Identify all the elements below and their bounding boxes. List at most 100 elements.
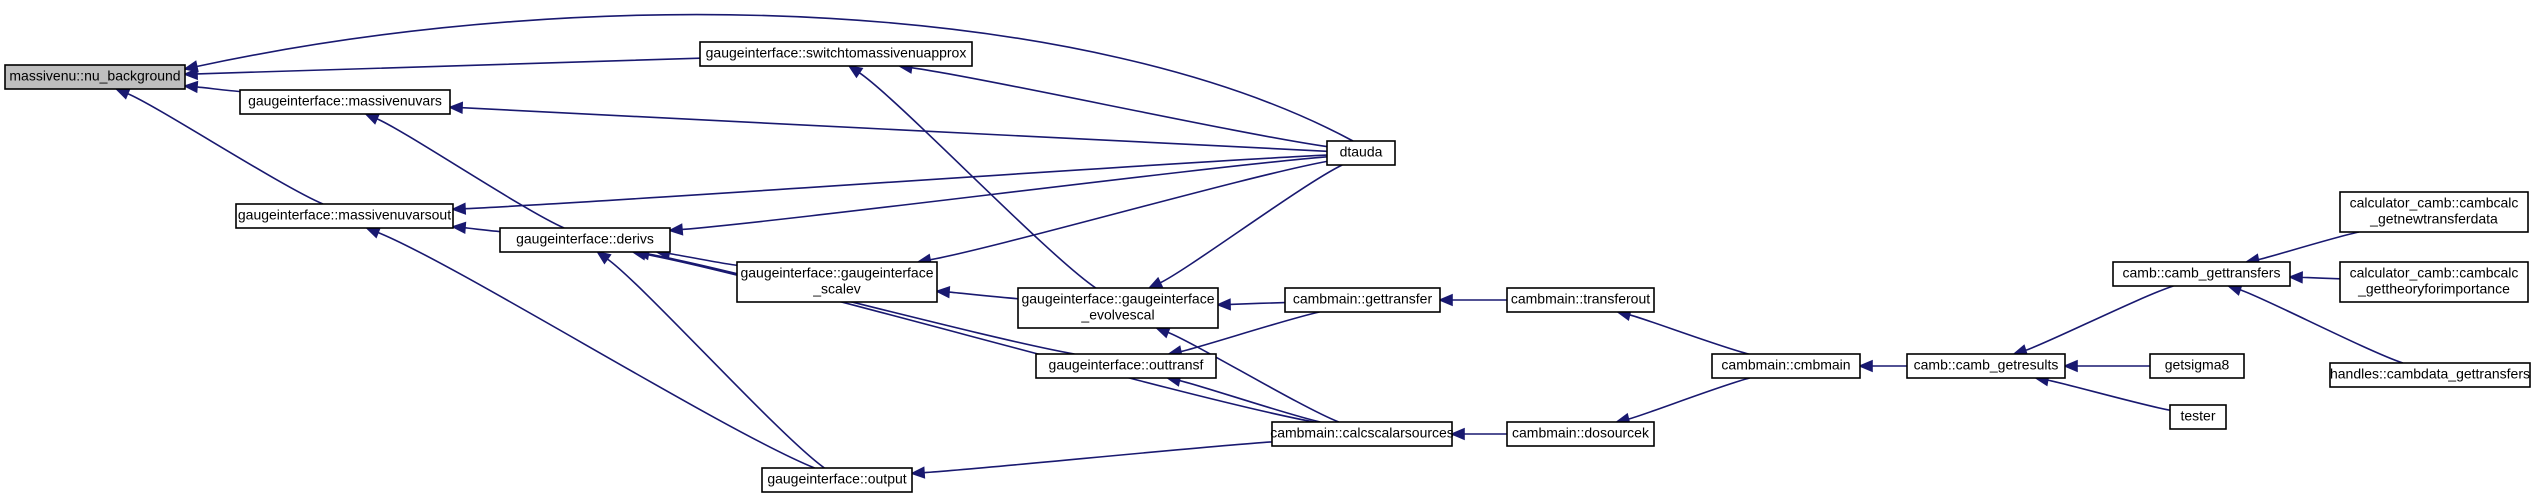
edge-tester-to-camb-getresults (2033, 374, 2171, 412)
node-label: cambmain::transferout (1511, 291, 1650, 307)
edge-line (2239, 289, 2404, 364)
node-box (2339, 261, 2529, 303)
node-scalev[interactable]: gaugeinterface::gaugeinterface_scalev (736, 261, 938, 303)
edge-output-to-derivs (595, 250, 825, 469)
arrowhead-icon (2287, 271, 2303, 284)
node-label: cambmain::calcscalarsources (1270, 425, 1454, 441)
arrowhead-icon (1857, 359, 1873, 373)
edge-dosourcek-to-calcscalarsources (1449, 427, 1507, 441)
arrowhead-icon (364, 227, 382, 239)
node-label: getsigma8 (2165, 357, 2230, 373)
arrowhead-icon (847, 64, 864, 79)
node-nu-background[interactable]: massivenu::nu_background (4, 64, 186, 90)
edge-evolvescal-to-scalev (934, 285, 1019, 300)
edge-line (923, 441, 1273, 474)
node-transferout[interactable]: cambmain::transferout (1506, 287, 1655, 313)
edge-line (196, 13, 1354, 142)
node-box (2112, 261, 2291, 287)
node-box (1271, 421, 1453, 447)
node-derivs[interactable]: gaugeinterface::derivs (499, 227, 671, 253)
edge-line (2047, 379, 2171, 412)
node-box (2339, 191, 2529, 233)
edge-switchtomassivenuapprox-to-nu-background (182, 57, 701, 81)
node-box (2329, 362, 2531, 388)
arrowhead-icon (2062, 359, 2078, 373)
edge-line (2301, 276, 2341, 280)
node-box (2169, 404, 2227, 430)
edge-line (929, 160, 1328, 261)
edge-dtauda-to-derivs (667, 156, 1328, 236)
node-getnewtransferdata[interactable]: calculator_camb::cambcalc_getnewtransfer… (2339, 191, 2529, 233)
edge-line (606, 258, 825, 469)
node-massivenuvarsout[interactable]: gaugeinterface::massivenuvarsout (235, 203, 454, 229)
node-box (736, 261, 938, 303)
node-label: gaugeinterface::outtransf (1049, 357, 1204, 373)
edge-line (1180, 311, 1320, 353)
edge-transferout-to-gettransfer (1437, 293, 1508, 307)
node-label: handles::cambdata_gettransfers (2330, 366, 2530, 382)
edge-line (196, 86, 241, 93)
edge-calcscalarsources-to-outtransf (1165, 374, 1321, 423)
edge-line (2258, 231, 2360, 261)
node-label: _gettheoryforimportance (2357, 281, 2510, 297)
node-label: calculator_camb::cambcalc (2350, 195, 2519, 211)
node-cambdata-gettransfers[interactable]: handles::cambdata_gettransfers (2329, 362, 2531, 388)
edge-output-to-massivenuvarsout (364, 227, 815, 469)
node-camb-getresults[interactable]: camb::camb_getresults (1906, 353, 2066, 379)
node-label: _scalev (812, 281, 860, 297)
edge-line (1229, 301, 1286, 306)
edges-layer (114, 13, 2404, 479)
node-switchtomassivenuapprox[interactable]: gaugeinterface::switchtomassivenuapprox (699, 41, 973, 67)
edge-evolvescal-to-switchtomassivenuapprox (847, 64, 1097, 289)
node-box (1906, 353, 2066, 379)
arrowhead-icon (667, 223, 684, 236)
node-label: gaugeinterface::massivenuvars (248, 93, 442, 109)
edge-dtauda-to-nu-background (182, 13, 1354, 142)
node-output[interactable]: gaugeinterface::output (761, 467, 913, 493)
node-dosourcek[interactable]: cambmain::dosourcek (1506, 421, 1655, 447)
arrowhead-icon (1147, 276, 1164, 289)
edge-line (644, 253, 1315, 423)
edge-dtauda-to-evolvescal (1147, 164, 1343, 289)
node-dtauda[interactable]: dtauda (1326, 140, 1396, 166)
node-label: cambmain::dosourcek (1512, 425, 1650, 441)
arrowhead-icon (934, 285, 951, 299)
edge-line (668, 252, 738, 267)
node-box (761, 467, 913, 493)
edge-calcscalarsources-to-derivs (631, 248, 1315, 423)
arrowhead-icon (595, 250, 612, 265)
edge-line (948, 291, 1019, 300)
node-calcscalarsources[interactable]: cambmain::calcscalarsources (1270, 421, 1454, 447)
edge-line (127, 92, 324, 205)
node-evolvescal[interactable]: gaugeinterface::gaugeinterface_evolvesca… (1017, 287, 1219, 329)
node-label: _getnewtransferdata (2369, 211, 2498, 227)
edge-derivs-to-massivenuvarsout (450, 221, 501, 234)
node-gettransfer[interactable]: cambmain::gettransfer (1284, 287, 1441, 313)
node-label: calculator_camb::cambcalc (2350, 265, 2519, 281)
arrowhead-icon (1215, 298, 1231, 311)
node-camb-gettransfers[interactable]: camb::camb_gettransfers (2112, 261, 2291, 287)
node-getsigma8[interactable]: getsigma8 (2149, 353, 2245, 379)
arrowhead-icon (182, 80, 199, 94)
edge-camb-gettransfers-to-camb-getresults (2012, 285, 2174, 357)
node-box (499, 227, 671, 253)
arrowhead-icon (182, 60, 199, 73)
node-outtransf[interactable]: gaugeinterface::outtransf (1035, 353, 1217, 379)
node-massivenuvars[interactable]: gaugeinterface::massivenuvars (239, 89, 451, 115)
edge-line (461, 106, 1328, 153)
edge-getsigma8-to-camb-getresults (2062, 359, 2150, 373)
node-gettheoryforimportance[interactable]: calculator_camb::cambcalc_gettheoryforim… (2339, 261, 2529, 303)
node-label: dtauda (1340, 144, 1383, 160)
arrowhead-icon (909, 466, 926, 479)
edge-line (376, 118, 565, 229)
edge-gettheoryforimportance-to-camb-gettransfers (2287, 271, 2341, 284)
node-box (1711, 353, 1861, 379)
node-cmbmain[interactable]: cambmain::cmbmain (1711, 353, 1861, 379)
edge-line (648, 253, 1075, 355)
node-label: tester (2180, 408, 2215, 424)
edge-dtauda-to-switchtomassivenuapprox (897, 61, 1328, 148)
edge-line (196, 57, 701, 75)
edge-line (464, 154, 1328, 210)
node-tester[interactable]: tester (2169, 404, 2227, 430)
node-box (4, 64, 186, 90)
